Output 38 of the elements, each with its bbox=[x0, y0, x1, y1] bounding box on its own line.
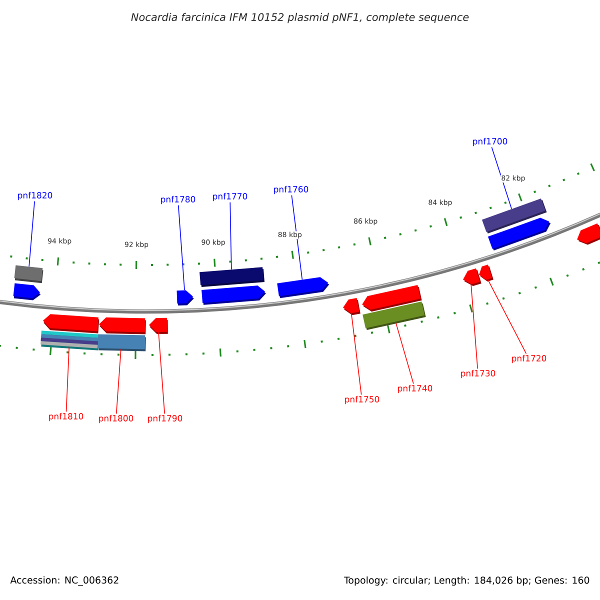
leader-line bbox=[291, 194, 303, 280]
leader-line bbox=[28, 200, 35, 267]
gene-block bbox=[98, 334, 146, 352]
gene-block bbox=[200, 267, 264, 287]
gene-block bbox=[40, 330, 100, 350]
gene-block bbox=[14, 265, 44, 284]
leader-line bbox=[395, 321, 414, 384]
gene-feature bbox=[463, 268, 482, 286]
gene-label: pnf1740 bbox=[398, 384, 432, 394]
leader-line bbox=[158, 332, 165, 414]
gene-label: pnf1780 bbox=[161, 196, 196, 204]
gene-feature bbox=[176, 290, 194, 306]
leader-line bbox=[350, 313, 362, 396]
gene-label: pnf1760 bbox=[274, 186, 308, 194]
leader-line bbox=[66, 346, 70, 412]
gene-label: pnf1720 bbox=[512, 354, 546, 364]
leader-line bbox=[178, 204, 185, 290]
gene-block bbox=[362, 302, 426, 330]
gene-feature bbox=[479, 264, 494, 282]
leader-line bbox=[470, 284, 478, 370]
gene-label: pnf1820 bbox=[18, 192, 52, 200]
gene-feature bbox=[149, 318, 168, 334]
gene-label: pnf1790 bbox=[148, 414, 182, 424]
gene-label: pnf1700 bbox=[473, 138, 508, 146]
leader-line bbox=[230, 202, 232, 270]
gene-label: pnf1770 bbox=[213, 192, 248, 202]
gene-label: pnf1800 bbox=[99, 414, 134, 424]
leader-line bbox=[491, 146, 512, 210]
gene-label: pnf1730 bbox=[461, 370, 496, 378]
leader-line bbox=[487, 279, 527, 354]
leader-line bbox=[116, 348, 122, 414]
gene-label: pnf1750 bbox=[345, 396, 380, 404]
footer-text: Topology: circular; Length: 184,026 bp; Genes: 160 bbox=[344, 576, 590, 586]
gene-feature bbox=[343, 298, 360, 316]
footer-text: Accession: NC_006362 bbox=[10, 576, 118, 586]
gene-label: pnf1810 bbox=[49, 412, 84, 422]
gene-feature bbox=[277, 277, 330, 298]
title: Nocardia farcinica IFM 10152 plasmid pNF1, complete sequence bbox=[131, 12, 469, 24]
